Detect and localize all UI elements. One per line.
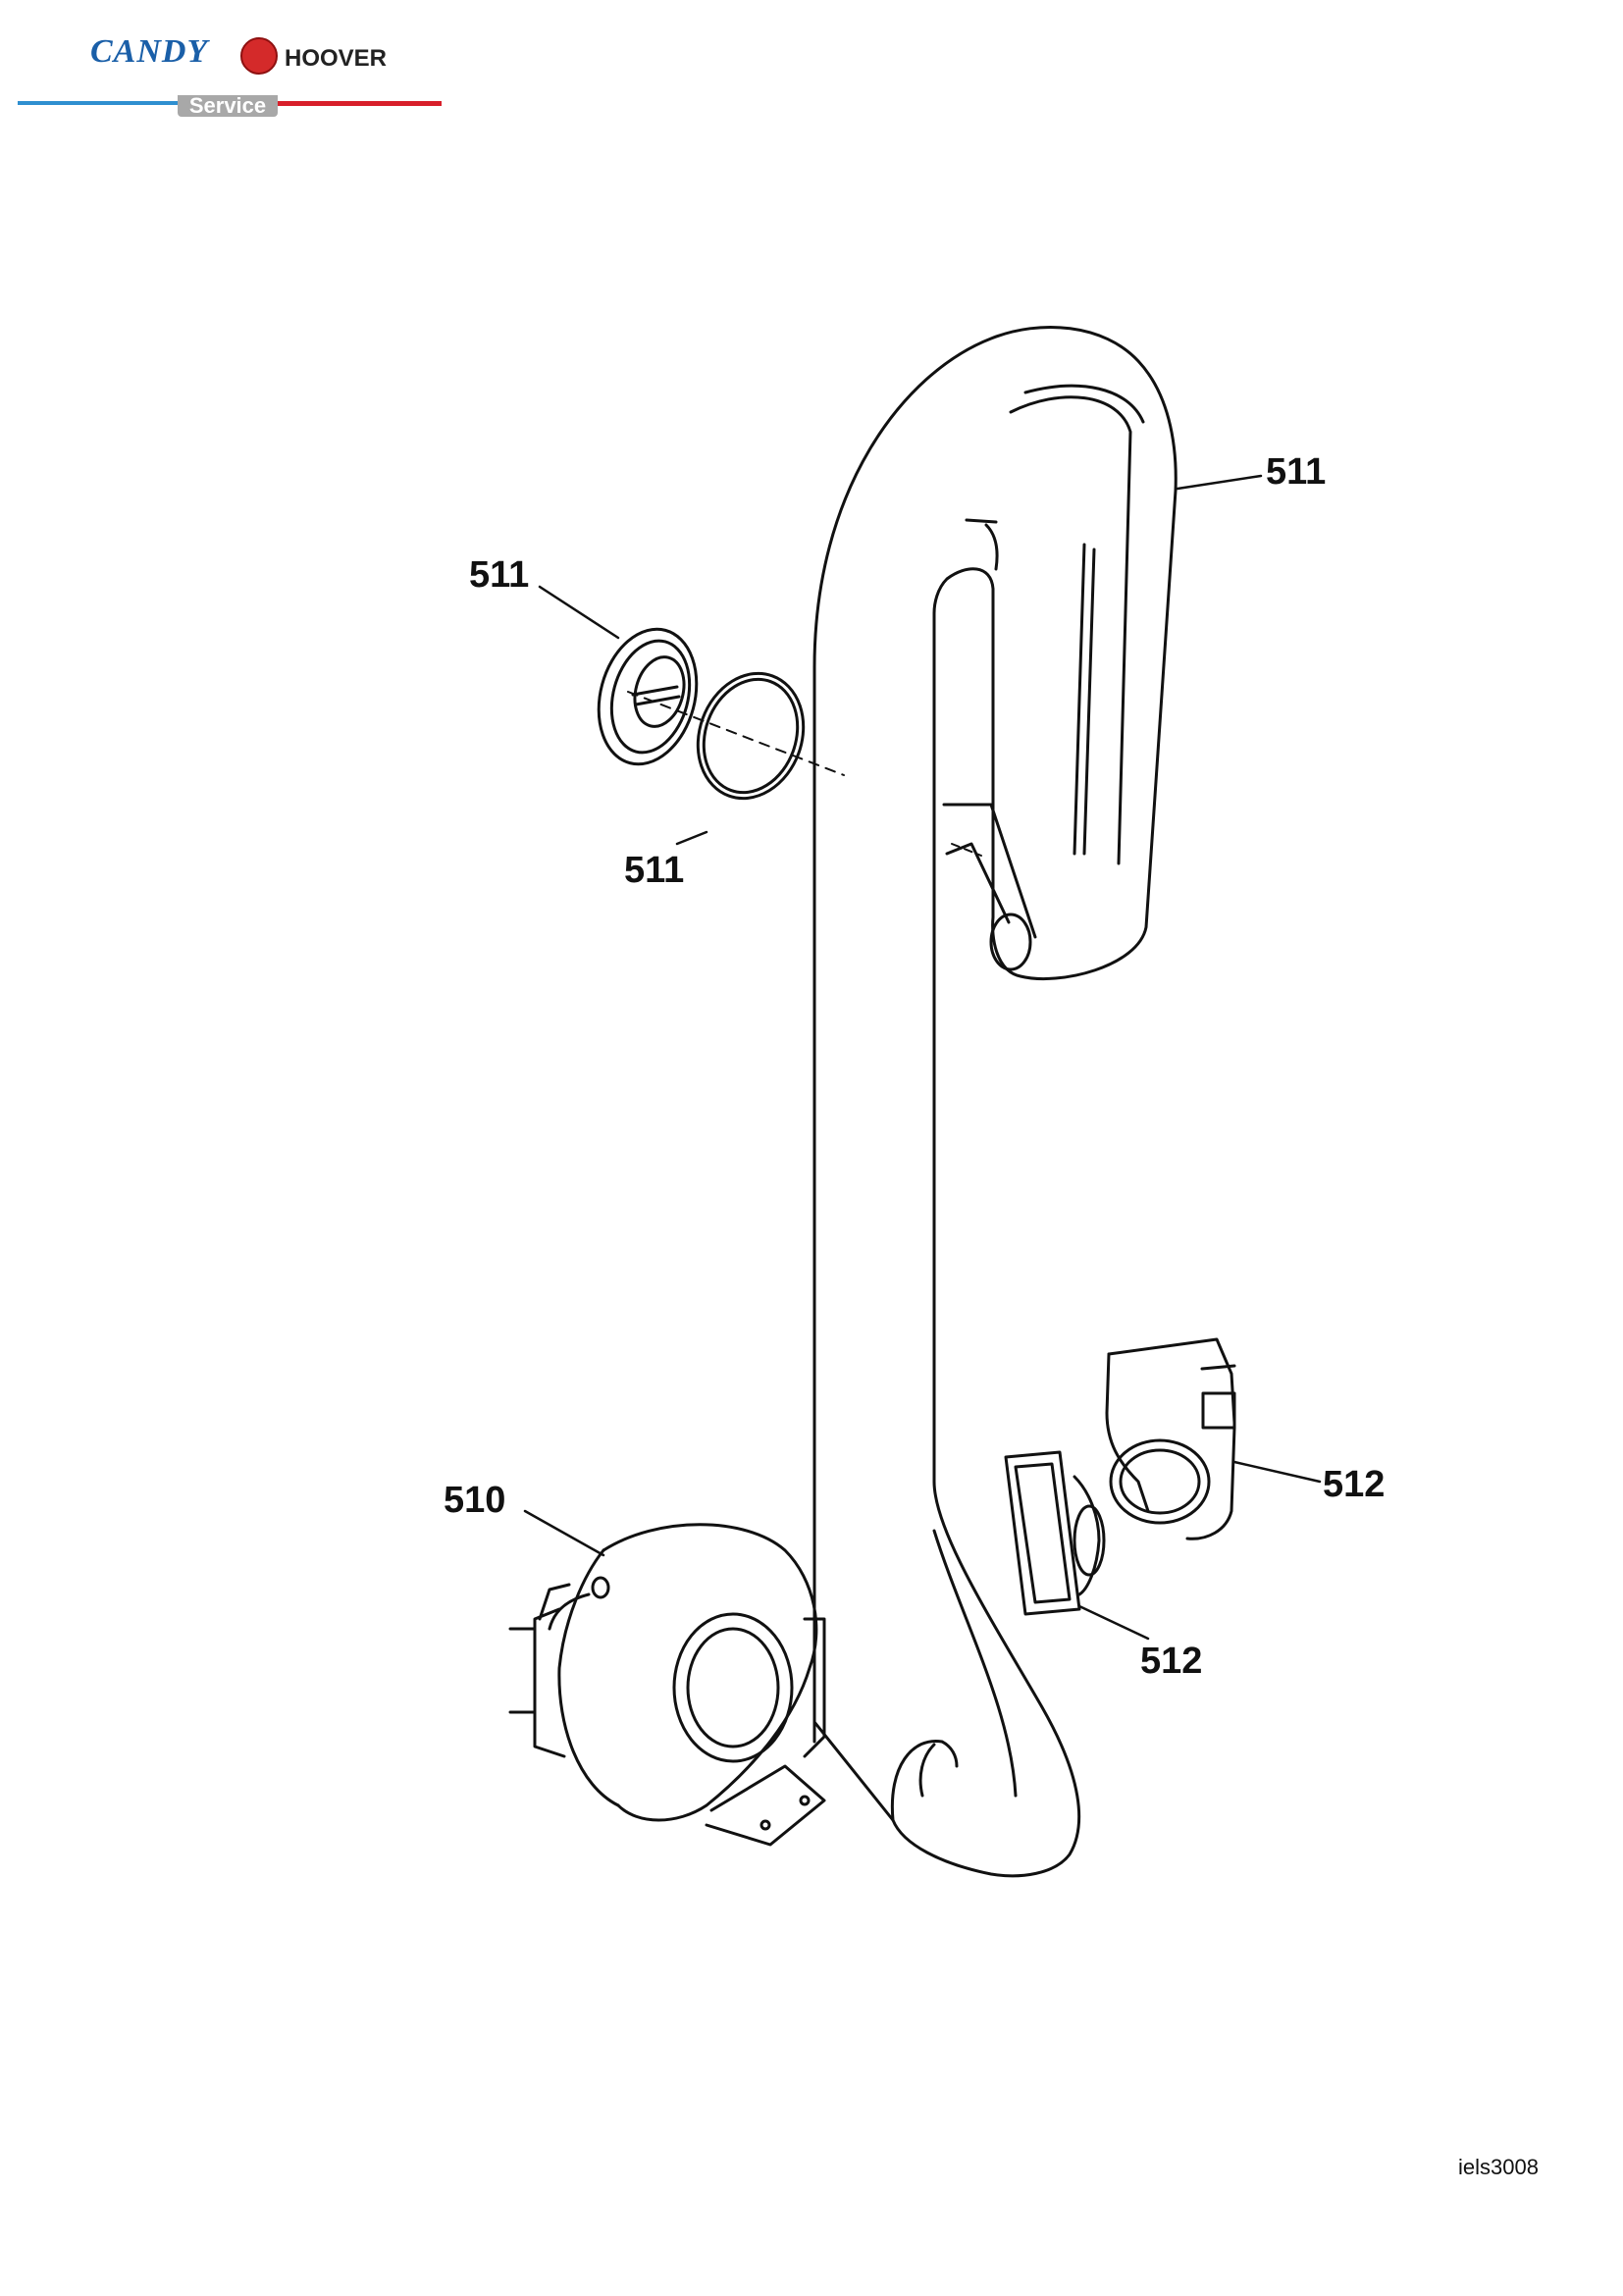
callout-cap: 511: [469, 554, 530, 596]
callout-nozzle-upper: 512: [1323, 1464, 1386, 1505]
candy-logo: CANDY: [90, 33, 209, 70]
callout-nozzle-lower: 512: [1140, 1641, 1203, 1682]
hoover-logo: HOOVER: [285, 45, 388, 72]
service-label: Service: [188, 93, 267, 118]
outlet-nozzle-part: [1105, 1337, 1236, 1540]
inlet-nozzle-part: [1004, 1450, 1106, 1616]
callout-motor: 510: [444, 1480, 506, 1521]
callout-duct: 511: [1266, 451, 1327, 493]
callout-seal-ring: 511: [624, 850, 685, 891]
header-rule-blue: [18, 101, 180, 105]
document-code: iels3008: [1458, 2155, 1539, 2179]
end-cap-part: [597, 627, 699, 766]
air-duct-part: [812, 326, 1178, 1878]
leader-lines: [523, 474, 1322, 1641]
fan-motor-part: [508, 1523, 826, 1847]
service-tab: [178, 95, 278, 117]
header-rule-red: [275, 101, 442, 106]
seal-ring-part: [696, 671, 806, 801]
hoover-badge-icon: [240, 37, 278, 75]
